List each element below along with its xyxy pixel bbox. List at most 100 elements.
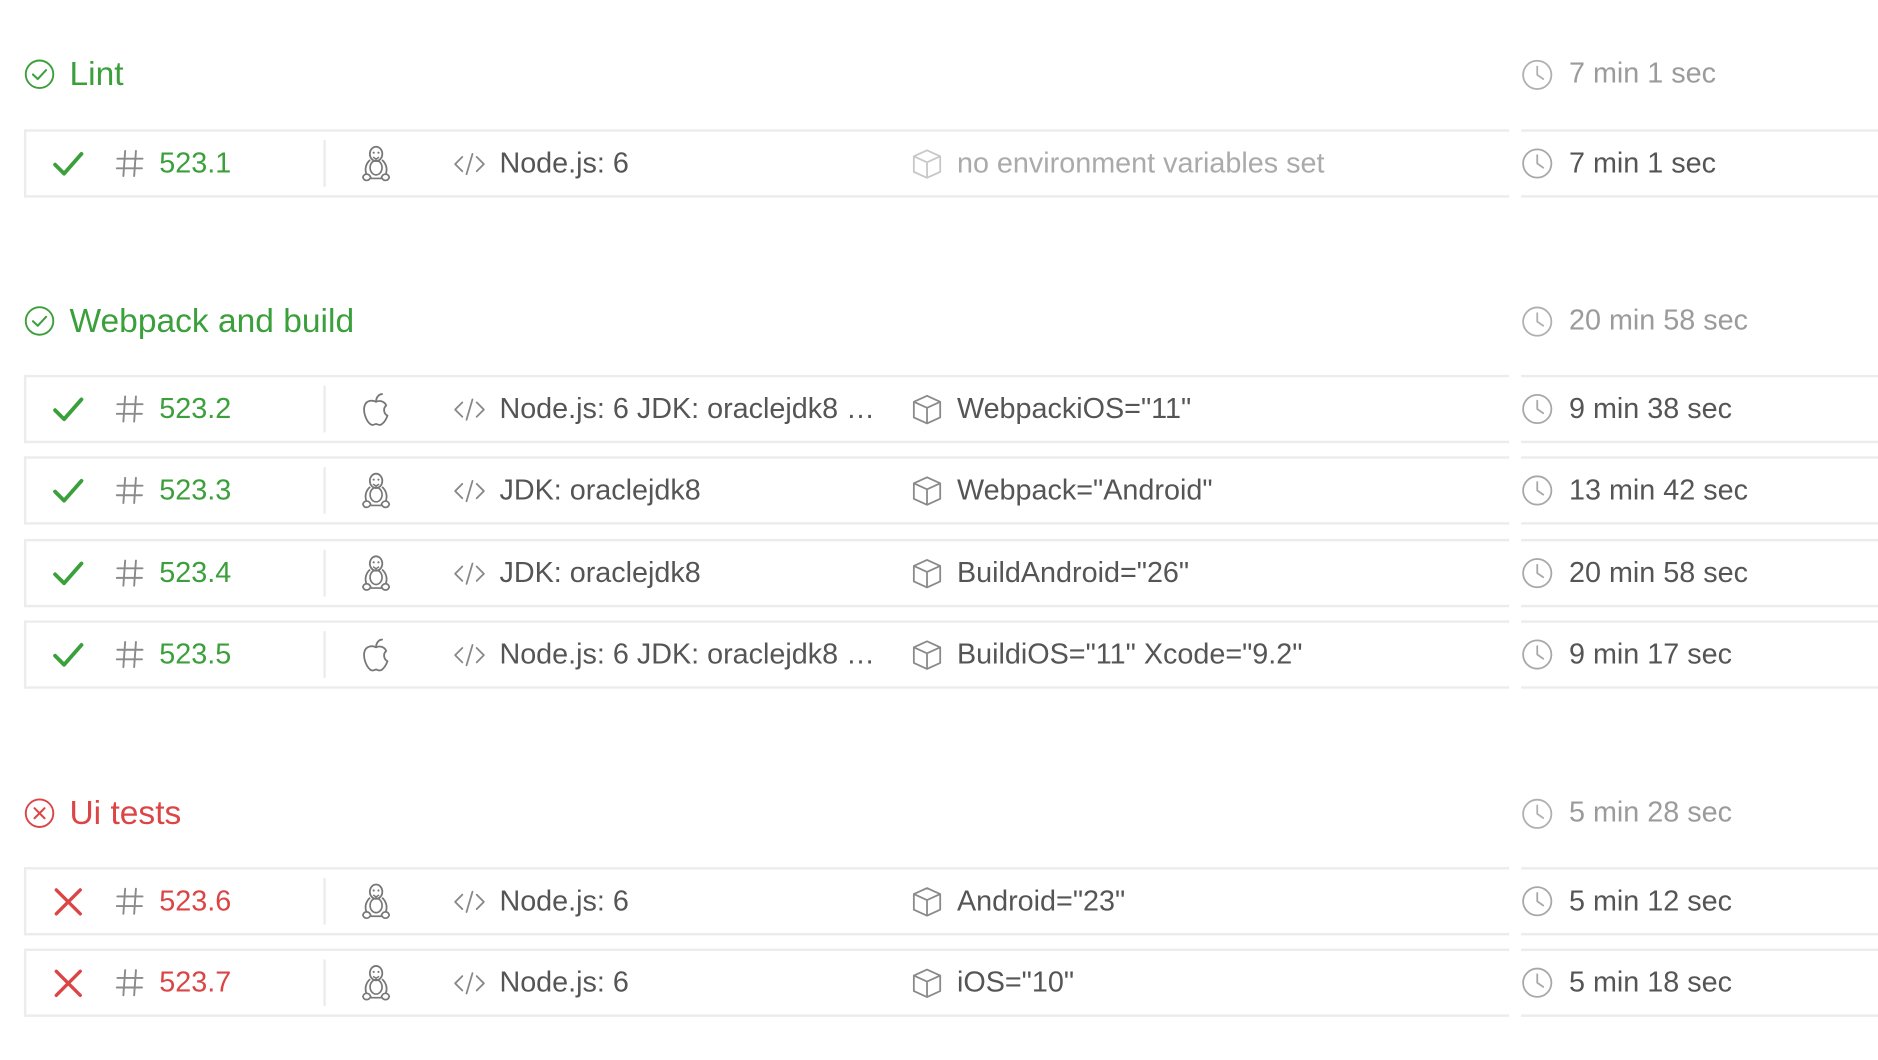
divider <box>323 549 326 597</box>
stage-duration: 20 min 58 sec <box>1521 297 1748 345</box>
clock-icon <box>1521 305 1553 337</box>
linux-icon <box>359 949 393 1017</box>
stage-duration: 7 min 1 sec <box>1521 50 1716 98</box>
stage-duration-text: 7 min 1 sec <box>1568 57 1716 90</box>
linux-icon <box>359 456 393 524</box>
cube-icon <box>910 474 957 508</box>
code-icon <box>453 560 500 586</box>
job-row[interactable]: 523.3 JDK: oraclejdk8 Webpack="Android" … <box>23 456 1878 525</box>
divider <box>323 140 326 187</box>
cube-icon <box>910 638 957 672</box>
job-row[interactable]: 523.5 Node.js: 6 JDK: oraclejdk8 Xc... B… <box>23 620 1878 689</box>
stage-duration-text: 5 min 28 sec <box>1568 796 1732 829</box>
job-env: Webpack="Android" <box>956 473 1213 507</box>
job-language: Node.js: 6 <box>499 965 629 999</box>
hash-icon <box>115 620 145 688</box>
job-duration: 9 min 17 sec <box>1568 637 1732 671</box>
code-icon <box>453 641 500 667</box>
clock-icon <box>1521 557 1569 589</box>
job-row[interactable]: 523.6 Node.js: 6 Android="23" 5 min 12 s… <box>23 867 1878 936</box>
job-language: Node.js: 6 JDK: oraclejdk8 Xc... <box>499 637 893 671</box>
cube-icon <box>910 147 957 181</box>
job-row[interactable]: 523.1 Node.js: 6 no environment variable… <box>23 129 1878 198</box>
clock-icon <box>1521 967 1569 999</box>
job-number-link[interactable]: 523.4 <box>159 556 232 589</box>
clock-icon <box>1521 58 1553 90</box>
job-row[interactable]: 523.2 Node.js: 6 JDK: oraclejdk8 Xc... W… <box>23 374 1878 444</box>
job-env: WebpackiOS="11" <box>956 392 1192 425</box>
job-number-link[interactable]: 523.6 <box>159 884 232 917</box>
cube-icon <box>910 392 957 426</box>
job-duration: 5 min 18 sec <box>1568 965 1732 999</box>
linux-icon <box>359 129 393 197</box>
cube-icon <box>910 885 957 919</box>
code-icon <box>453 150 500 176</box>
check-circle-icon <box>24 59 55 90</box>
job-language: Node.js: 6 <box>499 884 629 917</box>
hash-icon <box>115 539 145 607</box>
job-row[interactable]: 523.4 JDK: oraclejdk8 BuildAndroid="26" … <box>23 538 1878 608</box>
divider <box>323 385 326 433</box>
check-circle-icon <box>24 305 55 336</box>
clock-icon <box>1521 147 1569 179</box>
divider <box>323 959 326 1007</box>
code-icon <box>453 888 500 914</box>
job-language: Node.js: 6 <box>499 146 629 180</box>
check-icon <box>50 539 86 607</box>
check-icon <box>50 456 86 524</box>
stage-title: Lint <box>69 55 124 93</box>
job-env: Android="23" <box>956 884 1126 917</box>
job-number-link[interactable]: 523.7 <box>159 965 232 999</box>
job-env: iOS="10" <box>956 965 1075 999</box>
apple-icon <box>359 620 393 688</box>
linux-icon <box>359 539 393 607</box>
job-number-link[interactable]: 523.3 <box>159 473 232 507</box>
code-icon <box>453 477 500 503</box>
code-icon <box>453 970 500 996</box>
job-language: JDK: oraclejdk8 <box>499 556 701 589</box>
job-duration: 5 min 12 sec <box>1568 884 1732 917</box>
job-language: JDK: oraclejdk8 <box>499 473 701 507</box>
stage-duration: 5 min 28 sec <box>1521 789 1732 837</box>
clock-icon <box>1521 474 1569 506</box>
hash-icon <box>115 456 145 524</box>
check-icon <box>50 375 86 443</box>
linux-icon <box>359 867 393 935</box>
clock-icon <box>1521 797 1553 829</box>
apple-icon <box>359 375 393 443</box>
check-icon <box>50 129 86 197</box>
job-duration: 7 min 1 sec <box>1568 146 1716 180</box>
job-row[interactable]: 523.7 Node.js: 6 iOS="10" 5 min 18 sec <box>23 948 1878 1017</box>
job-env: no environment variables set <box>956 146 1325 180</box>
clock-icon <box>1521 885 1569 917</box>
clock-icon <box>1521 393 1569 425</box>
job-number-link[interactable]: 523.1 <box>159 146 232 180</box>
job-number-link[interactable]: 523.5 <box>159 637 232 671</box>
stage-header-webpack-and-build[interactable]: Webpack and build <box>24 297 354 345</box>
hash-icon <box>115 867 145 935</box>
stage-header-ui-tests[interactable]: Ui tests <box>24 789 181 837</box>
cube-icon <box>910 966 957 1000</box>
hash-icon <box>115 129 145 197</box>
divider <box>323 467 326 514</box>
code-icon <box>453 396 500 422</box>
job-env: BuildAndroid="26" <box>956 556 1190 589</box>
job-env: BuildiOS="11" Xcode="9.2" <box>956 637 1303 671</box>
x-icon <box>50 867 86 935</box>
hash-icon <box>115 375 145 443</box>
job-language: Node.js: 6 JDK: oraclejdk8 Xc... <box>499 392 893 425</box>
job-duration: 20 min 58 sec <box>1568 556 1748 589</box>
stage-title: Webpack and build <box>69 301 355 339</box>
clock-icon <box>1521 638 1569 670</box>
check-icon <box>50 620 86 688</box>
cube-icon <box>910 556 957 590</box>
divider <box>323 877 326 925</box>
stage-duration-text: 20 min 58 sec <box>1568 304 1748 337</box>
x-icon <box>50 949 86 1017</box>
stage-header-lint[interactable]: Lint <box>24 50 124 98</box>
job-number-link[interactable]: 523.2 <box>159 392 232 425</box>
x-circle-icon <box>24 798 55 829</box>
job-duration: 13 min 42 sec <box>1568 473 1748 507</box>
divider <box>323 631 326 678</box>
